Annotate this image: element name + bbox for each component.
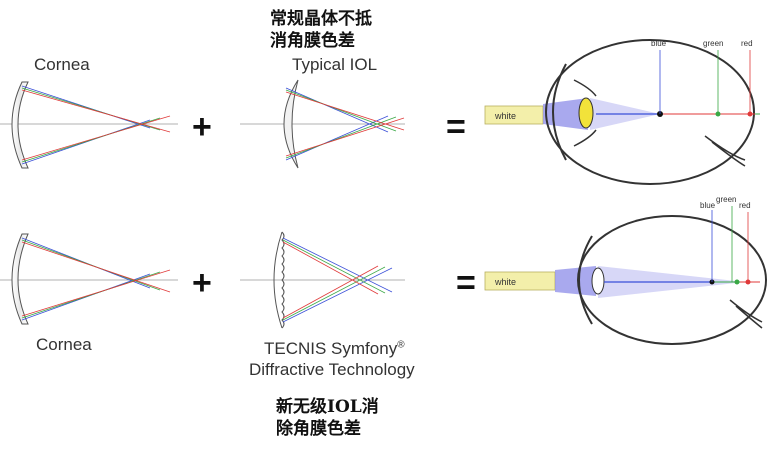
green-ray (285, 89, 397, 132)
red-ray (21, 115, 171, 161)
top-caption-line-2: 消角膜色差 (270, 31, 355, 51)
green-ray (21, 271, 161, 319)
tecnis-diffractive-surface (281, 231, 285, 329)
green-label: green (716, 195, 736, 204)
tecnis-label-line-2: Diffractive Technology (249, 360, 415, 379)
red-ray (285, 91, 405, 131)
cornea-diagram-top (0, 81, 178, 169)
green-ray (282, 239, 386, 294)
blue-label: blue (700, 201, 716, 210)
blue-ray (285, 115, 389, 161)
eyeball-outline (545, 39, 755, 185)
eye-lens (578, 97, 594, 129)
red-label: red (739, 201, 751, 210)
eye-lens (591, 267, 605, 295)
blue-label: blue (651, 39, 667, 48)
cornea-lens (11, 81, 29, 169)
tecnis-label-line-1: TECNIS Symfony (264, 339, 398, 358)
typical-iol-label: Typical IOL (292, 55, 378, 74)
green-ray (282, 266, 386, 321)
blue-ray (282, 237, 393, 293)
green-ray (21, 117, 161, 163)
white-light-label: white (494, 111, 516, 121)
red-ray (282, 265, 379, 319)
blue-ray (21, 85, 151, 129)
plus-sign-bottom: + (192, 264, 212, 302)
plus-sign-top: + (192, 108, 212, 146)
eye-cornea (578, 235, 593, 325)
equals-sign-top: = (446, 108, 466, 146)
bottom-caption: 新无级IOL消 除角膜色差 (276, 396, 379, 440)
red-ray (21, 241, 171, 293)
optic-nerve (704, 135, 746, 167)
cornea-lens (11, 233, 29, 325)
white-light-label: white (494, 277, 516, 287)
registered-mark: ® (397, 339, 405, 351)
top-caption: 常规晶体不抵 消角膜色差 (270, 8, 372, 52)
green-focus-point (734, 279, 740, 285)
cornea-label-top: Cornea (34, 55, 90, 74)
eye-cornea (552, 63, 567, 161)
red-ray (285, 117, 405, 157)
top-caption-line-1: 常规晶体不抵 (270, 9, 372, 29)
typical-iol-diagram (240, 79, 405, 169)
eye-diagram-bottom: white blue green red (484, 195, 767, 345)
red-label: red (741, 39, 753, 48)
cornea-diagram-bottom (0, 233, 178, 325)
ciliary-body (573, 79, 597, 147)
tecnis-label: TECNIS Symfony® (264, 339, 405, 359)
eye-diagram-top: white blue green red (484, 39, 760, 185)
typical-iol-lens (283, 79, 299, 169)
green-label: green (703, 39, 723, 48)
optic-nerve (729, 299, 763, 329)
bottom-caption-line-2: 除角膜色差 (276, 419, 361, 439)
red-ray (21, 89, 171, 133)
equals-sign-bottom: = (456, 264, 476, 302)
tecnis-iol-back (273, 231, 283, 329)
tecnis-iol-diagram (240, 231, 405, 329)
blue-ray (282, 267, 393, 323)
cornea-label-bottom: Cornea (36, 335, 92, 354)
bottom-caption-line-1: 新无级IOL消 (276, 397, 379, 417)
green-ray (285, 116, 397, 159)
red-ray (282, 241, 379, 295)
blue-ray (285, 87, 389, 133)
light-cone (555, 266, 596, 296)
red-ray (21, 269, 171, 317)
